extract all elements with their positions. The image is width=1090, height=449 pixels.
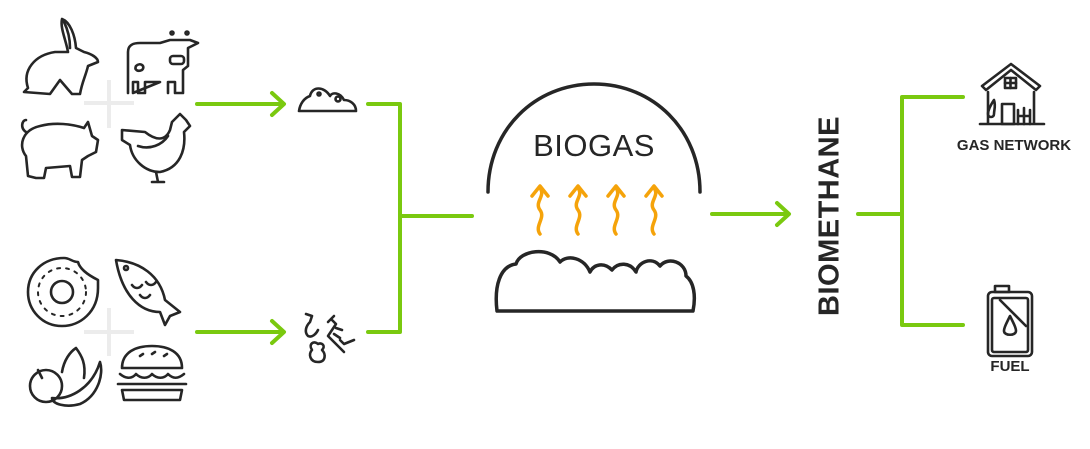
cow-icon	[126, 30, 200, 95]
fruit-icon	[28, 346, 103, 407]
plus-icon	[84, 80, 134, 128]
wavy-arrow-icon	[644, 184, 664, 236]
fuel-label: FUEL	[990, 358, 1030, 375]
burger-icon	[116, 344, 188, 402]
wavy-arrow-icon	[568, 184, 588, 236]
biogas-label: BIOGAS	[533, 128, 655, 163]
biomethane-label: BIOMETHANE	[813, 116, 846, 316]
digester-dome	[486, 82, 702, 194]
gas-network-label: GAS NETWORK	[956, 137, 1072, 154]
arrow-livestock	[195, 91, 286, 117]
output-split-connector	[856, 95, 965, 327]
house-icon	[978, 62, 1046, 126]
arrow-food-waste	[195, 319, 286, 345]
rabbit-icon	[22, 17, 100, 96]
chicken-icon	[120, 112, 192, 184]
input-merge-connector	[366, 102, 474, 334]
donut-icon	[26, 256, 100, 328]
pig-icon	[20, 118, 100, 180]
fish-icon	[114, 258, 182, 327]
wavy-arrow-icon	[606, 184, 626, 236]
substrate-mound	[494, 250, 697, 313]
food-scraps-icon	[304, 312, 356, 364]
fuel-canister-icon	[986, 284, 1034, 358]
plus-icon	[84, 308, 134, 356]
arrow-to-biomethane	[710, 201, 791, 227]
biogas-rising-arrows	[530, 184, 664, 236]
manure-icon	[297, 87, 358, 113]
wavy-arrow-icon	[530, 184, 550, 236]
